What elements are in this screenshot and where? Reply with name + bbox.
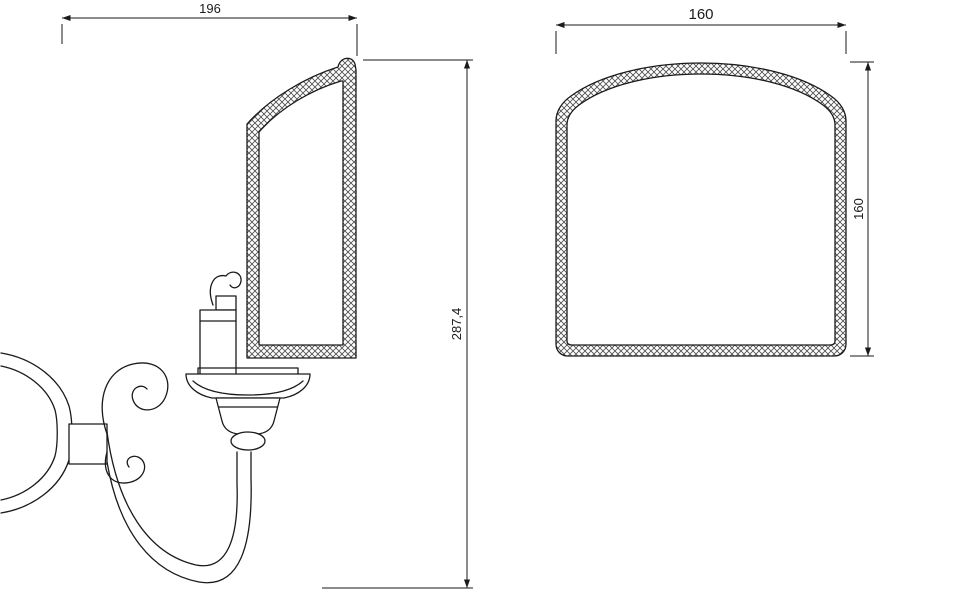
dim-front-height: 160	[850, 61, 874, 357]
shade-front-section	[555, 62, 847, 357]
side-view	[0, 57, 357, 584]
holder-neck	[215, 295, 237, 311]
dim-label-side-width: 196	[199, 1, 221, 16]
mount-bracket	[68, 423, 108, 465]
dim-front-width: 160	[555, 6, 847, 54]
arm-curve-outer	[106, 451, 252, 584]
holder-hook	[209, 271, 242, 306]
dim-label-side-height: 287,4	[449, 308, 464, 341]
dim-side-width: 196	[61, 1, 358, 56]
holder-cup	[215, 397, 281, 435]
drip-pan-contour	[192, 380, 304, 396]
arm-curve-inner	[106, 431, 238, 567]
drip-pan-rim	[197, 367, 299, 375]
wall-plate-outer	[0, 352, 73, 514]
dim-label-front-width: 160	[688, 6, 713, 23]
front-view	[555, 62, 847, 357]
holder-cup-bulge	[230, 431, 266, 451]
shade-section	[246, 57, 357, 359]
candle-sleeve	[199, 309, 237, 377]
dim-side-height: 287,4	[322, 59, 473, 589]
wall-plate-inner	[0, 365, 58, 501]
dim-label-front-height: 160	[851, 198, 866, 220]
scroll-ornament-upper	[101, 362, 169, 435]
